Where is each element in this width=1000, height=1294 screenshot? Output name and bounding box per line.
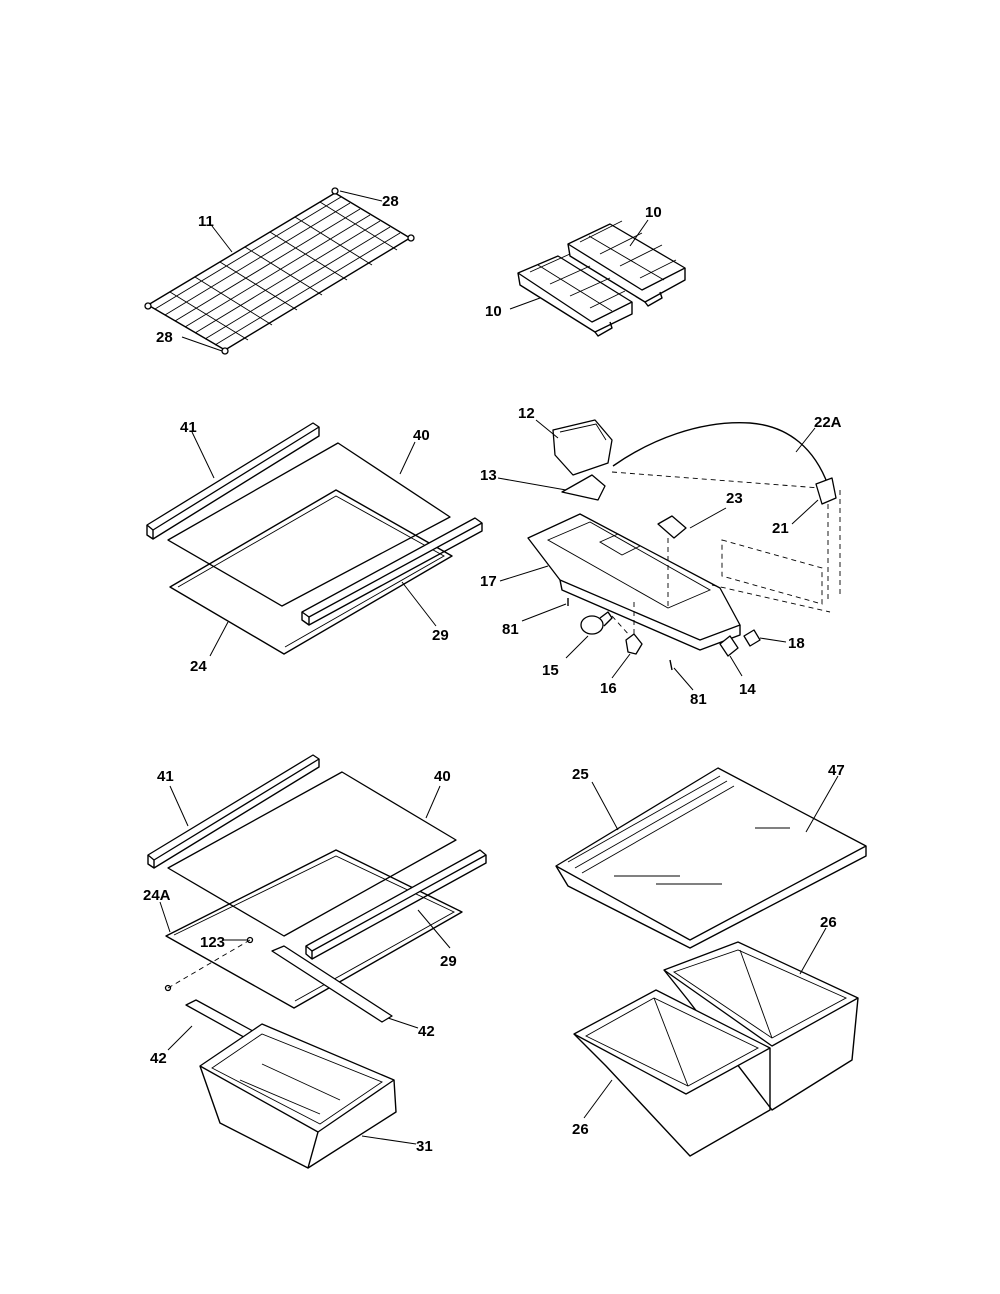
label-24: 24 [190,658,207,675]
label-28-bottom: 28 [156,329,173,346]
label-29-upper: 29 [432,627,449,644]
label-26-left: 26 [572,1121,589,1138]
label-42-left: 42 [150,1050,167,1067]
label-31: 31 [416,1138,433,1155]
label-29-lower: 29 [440,953,457,970]
label-25: 25 [572,766,589,783]
crisper-bin-right [663,941,859,1111]
ice-tray-upper [567,220,686,307]
label-40-upper: 40 [413,427,430,444]
label-13: 13 [480,467,497,484]
crisper-bin-left [573,989,771,1157]
label-81-right: 81 [690,691,707,708]
label-14: 14 [739,681,756,698]
label-11: 11 [198,213,214,230]
label-42-right: 42 [418,1023,435,1040]
part-labels: 11 28 28 10 10 41 40 29 24 12 22A 13 23 … [143,193,845,1155]
label-26-right: 26 [820,914,837,931]
label-47: 47 [828,762,845,779]
shelf-assembly-upper [146,422,483,655]
label-16: 16 [600,680,617,697]
wire-shelf [144,187,415,355]
label-24a: 24A [143,887,171,904]
label-18: 18 [788,635,805,652]
crisper-cover [555,767,867,949]
label-81-left: 81 [502,621,519,638]
label-40-lower: 40 [434,768,451,785]
label-123: 123 [200,934,225,951]
label-22a: 22A [814,414,842,431]
label-28-top: 28 [382,193,399,210]
label-41-upper: 41 [180,419,197,436]
label-21: 21 [772,520,789,537]
ice-tray-lower [517,253,633,337]
label-12: 12 [518,405,535,422]
leader-lines [159,190,839,1145]
label-10-top: 10 [645,204,662,221]
shelf-assembly-lower [147,754,487,1169]
ice-maker-light-assembly [527,419,841,671]
label-10-bottom: 10 [485,303,502,320]
label-17: 17 [480,573,497,590]
label-23: 23 [726,490,743,507]
label-41-lower: 41 [157,768,174,785]
label-15: 15 [542,662,559,679]
